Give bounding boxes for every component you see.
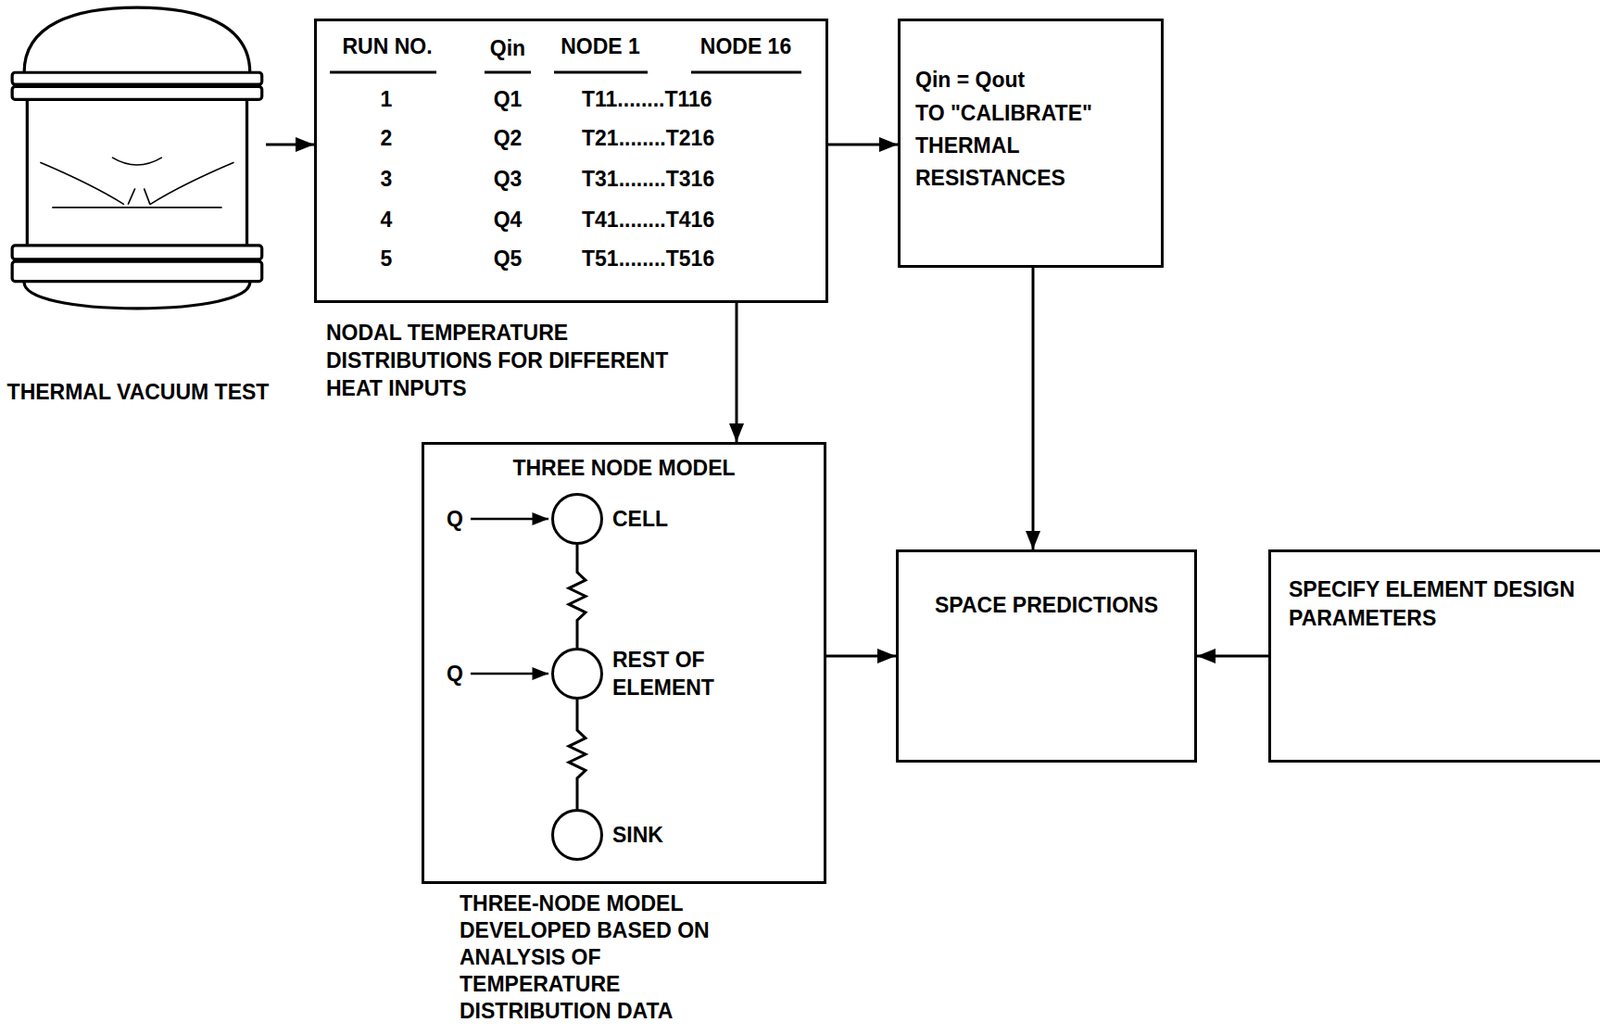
header-underline (554, 71, 648, 75)
test-article (127, 188, 151, 204)
table-cell: 2 (380, 125, 393, 152)
table-cell: T11........T116 (581, 86, 713, 113)
node-circle (551, 492, 604, 545)
heat-input-arrow (470, 672, 549, 676)
cell-node: CELL (551, 492, 604, 545)
table-cell: T31........T316 (581, 165, 715, 192)
table-cell: 5 (380, 245, 393, 272)
node-outline (553, 810, 603, 860)
node-label: SINK (612, 820, 743, 849)
node-caption: THREE-NODE MODEL DEVELOPED BASED ON ANAL… (459, 890, 749, 1025)
test-article (112, 157, 163, 165)
chamber-wall (26, 99, 247, 244)
flow-arrow (826, 655, 896, 658)
model-box: THREE NODE MODELTHREE-NODE MODEL DEVELOP… (421, 441, 827, 884)
table-cell: Q5 (493, 245, 523, 272)
flow-arrow (735, 302, 739, 442)
table-cell: 4 (380, 206, 393, 233)
header-underline (691, 71, 802, 75)
flow-arrow (1196, 655, 1269, 658)
test-article (150, 162, 235, 204)
heat-input-arrow (470, 517, 549, 521)
table-cell: T51........T516 (581, 245, 715, 272)
calibration-box: Qin = QoutTO "CALIBRATE" THERMAL RESISTA… (897, 18, 1164, 268)
node-caption: THERMAL VACUUM TEST (0, 377, 278, 406)
chamber-dome (24, 7, 251, 73)
table-header: NODE 16 (700, 33, 792, 60)
prediction-box: SPACE PREDICTIONS (895, 549, 1197, 763)
flow-arrow (828, 143, 898, 147)
node-outline (553, 494, 603, 544)
node-circle (551, 647, 604, 700)
node-label: THREE NODE MODEL (424, 453, 824, 482)
resistor-symbol (568, 699, 586, 809)
table-cell: Q2 (493, 125, 523, 152)
chamber-drawing (10, 5, 266, 312)
node-caption: NODAL TEMPERATURE DISTRIBUTIONS FOR DIFF… (326, 318, 697, 403)
table-cell: Q3 (493, 165, 523, 192)
vacuum-chamber: THERMAL VACUUM TEST (10, 5, 266, 312)
heat-input-label: Q (446, 505, 464, 532)
sink-node: SINK (551, 808, 604, 861)
table-cell: T41........T416 (581, 206, 715, 233)
table-cell: 3 (380, 165, 393, 192)
node-label: SPECIFY ELEMENT DESIGN PARAMETERS (1288, 575, 1595, 633)
table-header: Qin (490, 35, 526, 62)
node-circle (551, 808, 604, 861)
test-article (39, 162, 125, 204)
chamber-flange (12, 245, 263, 260)
node-label: Qin = Qout (915, 63, 1152, 97)
node-label: REST OF ELEMENT (612, 645, 752, 702)
flow-arrow (265, 143, 315, 147)
table-cell: Q4 (493, 206, 523, 233)
parameter-box: SPECIFY ELEMENT DESIGN PARAMETERS (1268, 549, 1600, 763)
table-header: RUN NO. (341, 33, 432, 60)
table-cell: Q1 (493, 86, 523, 113)
node-label: CELL (612, 504, 743, 533)
table-cell: T21........T216 (581, 125, 715, 152)
chamber-dome (24, 282, 251, 309)
resistor-symbol (568, 544, 586, 648)
element-node: REST OF ELEMENT (551, 647, 604, 700)
header-underline (329, 71, 437, 75)
table-header: NODE 1 (560, 33, 641, 60)
header-underline (484, 71, 531, 75)
heat-input-label: Q (446, 660, 464, 687)
test-article (51, 206, 222, 209)
node-outline (553, 649, 603, 699)
chamber-flange (12, 86, 263, 100)
table-cell: 1 (380, 86, 393, 113)
chamber-flange (12, 72, 263, 85)
chamber-flange (12, 261, 263, 282)
node-label: SPACE PREDICTIONS (898, 591, 1195, 619)
flow-arrow (1032, 267, 1035, 550)
node-label: TO "CALIBRATE" THERMAL RESISTANCES (915, 97, 1152, 195)
